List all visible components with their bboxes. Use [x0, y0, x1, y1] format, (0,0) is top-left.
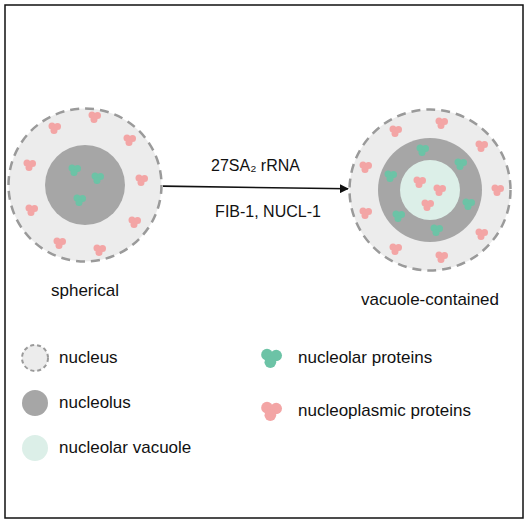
- nucleolar-proteins: [69, 165, 105, 207]
- right-cell: [360, 118, 505, 264]
- arrow-label: 27SA₂ rRNA: [211, 157, 300, 175]
- protein-swatch: [261, 349, 282, 368]
- legend-text: nucleoplasmic proteins: [298, 401, 471, 421]
- protein-swatch: [261, 402, 282, 421]
- legend-swatch: [22, 435, 48, 461]
- legend-text: nucleus: [59, 348, 118, 368]
- nucleus-outline: [7, 107, 163, 263]
- nucleus-envelope: [350, 110, 511, 271]
- nucleoplasmic-proteins: [360, 118, 505, 264]
- nucleus-outline: [348, 108, 512, 272]
- legend-swatch: [22, 345, 48, 371]
- process-arrow: [163, 186, 348, 189]
- nucleus-envelope: [9, 109, 162, 262]
- left-cell: [24, 112, 149, 257]
- nucleus-circle: spherical: [7, 107, 163, 263]
- factor-label: FIB-1, NUCL-1: [215, 203, 321, 221]
- nucleoplasmic-proteins: [24, 112, 149, 257]
- legend-swatch: [22, 390, 48, 416]
- legend-text: nucleolus: [59, 393, 131, 413]
- outer-border: [5, 5, 523, 518]
- nucleus-circle: vacuole-contained: [348, 108, 512, 272]
- nucleolar-vacuole: [400, 160, 460, 220]
- nucleolus: [45, 145, 125, 225]
- nucleolus: [378, 138, 482, 242]
- legend-text: nucleolar vacuole: [59, 438, 191, 458]
- cell-state-label: vacuole-contained: [361, 290, 499, 310]
- cell-state-label: spherical: [51, 281, 119, 301]
- legend-text: nucleolar proteins: [298, 348, 432, 368]
- nucleolar-proteins: [385, 145, 476, 237]
